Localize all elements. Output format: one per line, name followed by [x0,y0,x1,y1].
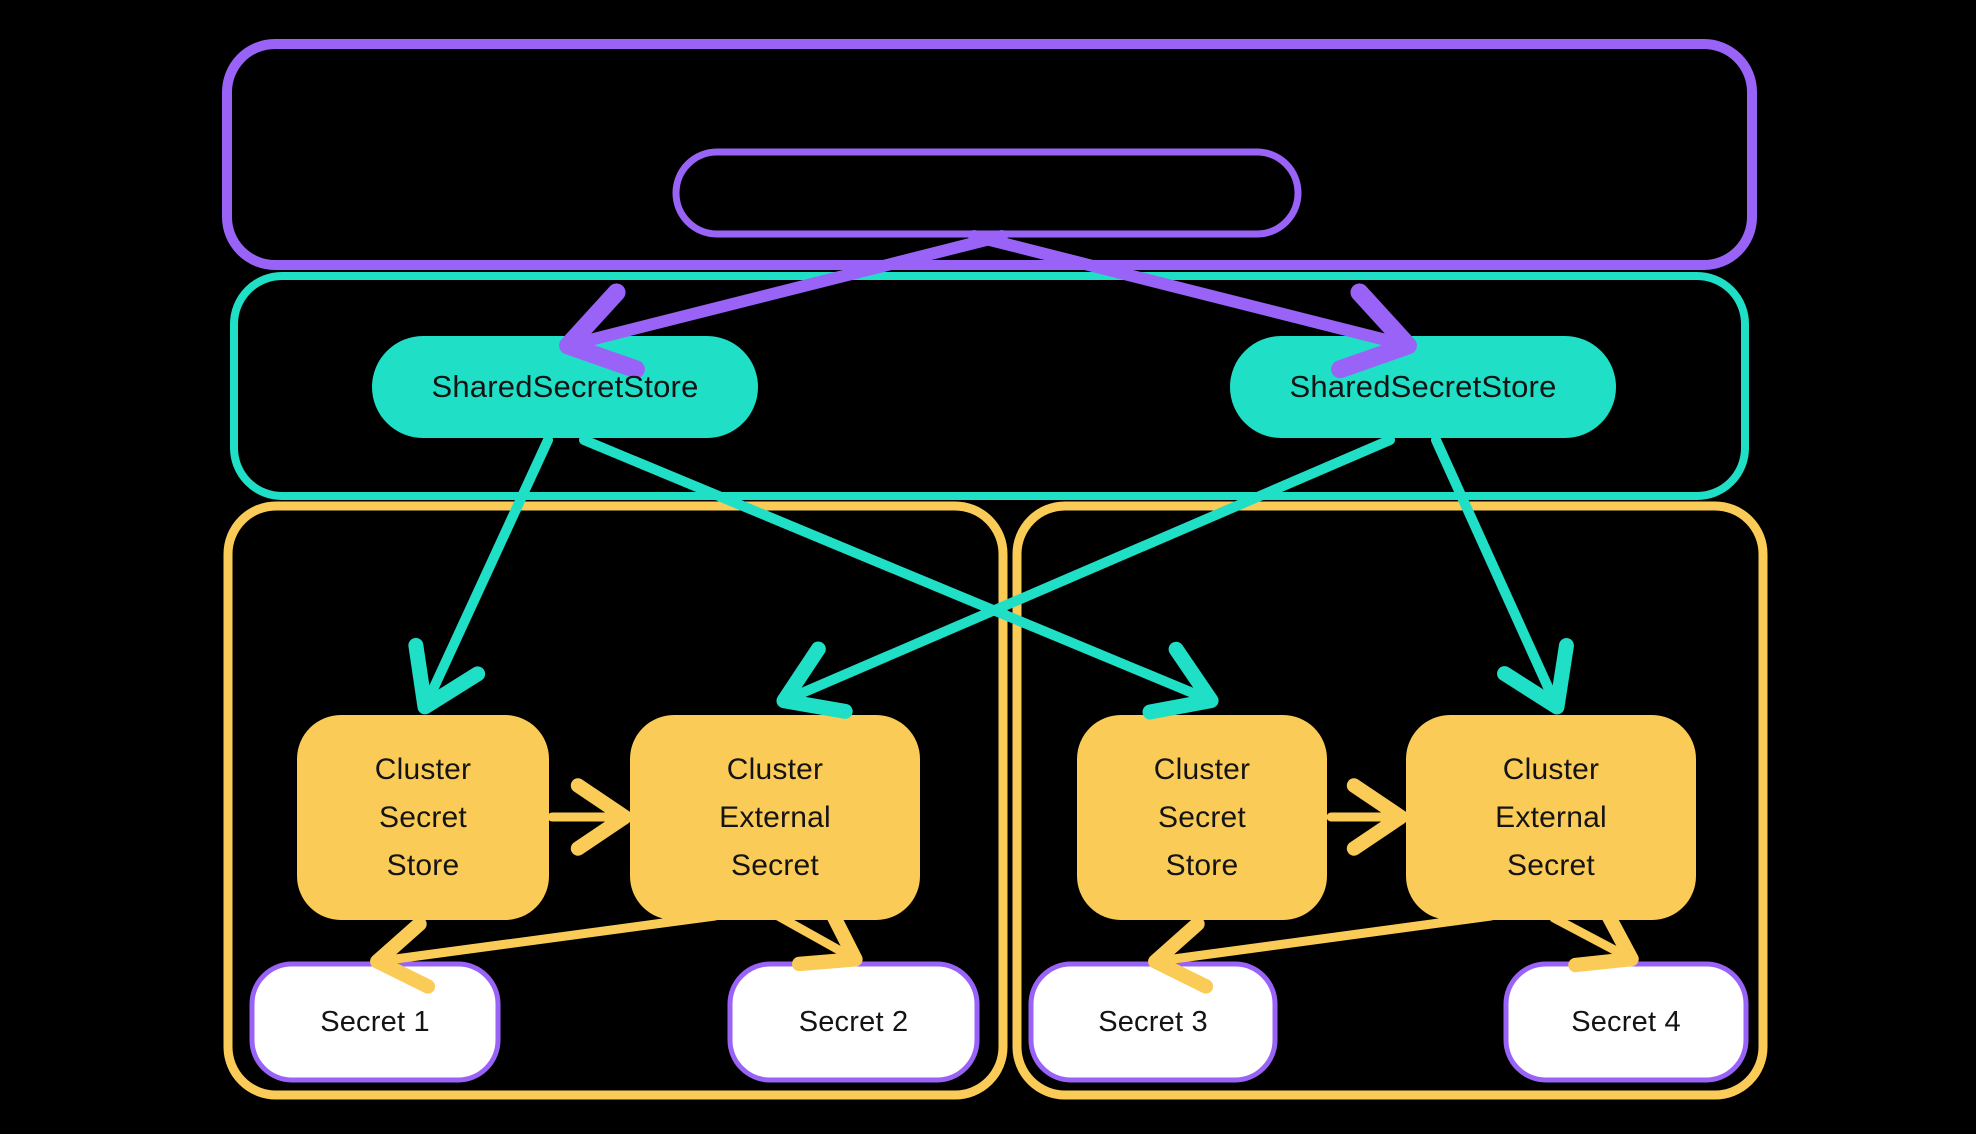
edge-controlplane-to-sss-left [559,230,1008,379]
shared-secret-store-node-right [1230,336,1616,438]
control-plane-box [222,39,1757,270]
edge-ces-left-to-secret-1 [370,911,720,994]
edge-ces-left-to-secret-2 [773,901,863,972]
secret-node-3 [1028,961,1278,1083]
cluster-secret-store-node-left [297,715,549,920]
control-plane-pill [672,148,1302,238]
cluster-external-secret-node-left [630,715,920,920]
workload-cluster-box-right [1012,501,1768,1100]
edge-controlplane-to-sss-right [968,230,1417,379]
workload-cluster-box-left [223,501,1008,1100]
stores-band-box [230,272,1749,500]
edge-ces-right-to-secret-4 [1549,902,1639,973]
edge-sss-right-to-ces-left [776,435,1395,719]
shared-secret-store-node-left [372,336,758,438]
cluster-external-secret-node-right [1406,715,1696,920]
secret-node-4 [1503,961,1749,1083]
edge-sss-right-to-ces-right [1431,435,1574,715]
cluster-secret-store-node-right [1077,715,1327,920]
edge-ces-right-to-secret-3 [1148,911,1496,994]
edge-sss-left-to-css-right [579,435,1219,720]
secret-node-2 [727,961,980,1083]
secret-node-1 [249,961,501,1083]
edge-sss-left-to-css-left [408,435,553,715]
